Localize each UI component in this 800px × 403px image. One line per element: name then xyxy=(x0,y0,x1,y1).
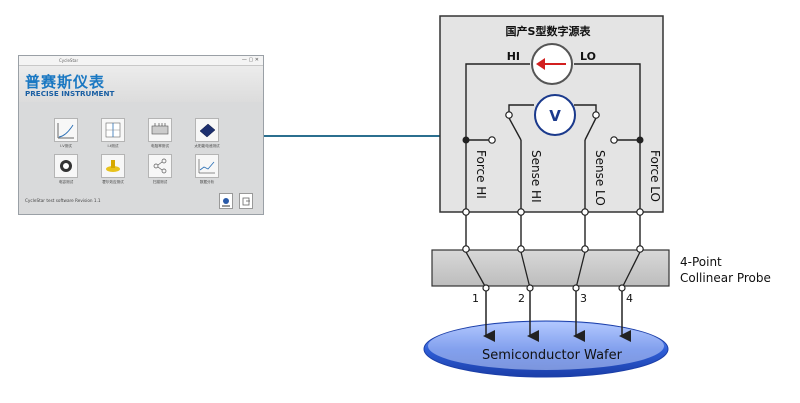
it-curve-icon[interactable] xyxy=(101,118,125,142)
voltmeter-label: V xyxy=(549,107,561,125)
brand-logo-chinese: 普赛斯仪表 xyxy=(25,73,106,91)
exit-icon[interactable] xyxy=(239,193,253,209)
wafer-label: Semiconductor Wafer xyxy=(482,348,623,363)
iv-curve-icon[interactable] xyxy=(54,118,78,142)
app-banner xyxy=(19,66,263,102)
brand-logo-english: PRECISE INSTRUMENT xyxy=(25,89,115,98)
tile-label: 太阳能电池测试 xyxy=(194,144,220,148)
settings-icon[interactable] xyxy=(219,193,233,209)
pin-number: 3 xyxy=(580,292,587,305)
source-meter-title: 国产S型数字源表 xyxy=(506,24,592,38)
lo-label: LO xyxy=(580,50,596,63)
data-analysis-icon[interactable] xyxy=(195,154,219,178)
tile-label: I-t测试 xyxy=(107,144,119,148)
tile-label: I-V测试 xyxy=(60,144,72,148)
hi-label: HI xyxy=(507,50,520,63)
pin-number: 1 xyxy=(472,292,479,305)
version-text: CycleStar test software Revision 1.1 xyxy=(25,198,101,203)
pin-number: 4 xyxy=(626,292,633,305)
solar-cell-icon[interactable] xyxy=(195,118,219,142)
terminal-sense-lo: Sense LO xyxy=(593,150,607,206)
voltmeter-icon xyxy=(534,94,576,136)
tile-label: 数据分析 xyxy=(199,180,215,184)
pin-number: 2 xyxy=(518,292,525,305)
tile-label: 霍尔效应测试 xyxy=(102,180,124,184)
tile-label: 电容测试 xyxy=(58,180,74,184)
probe-head xyxy=(431,249,670,287)
resistivity-icon[interactable] xyxy=(148,118,172,142)
hall-effect-icon[interactable] xyxy=(101,154,125,178)
terminal-force-hi: Force HI xyxy=(474,150,488,199)
terminal-sense-hi: Sense HI xyxy=(529,150,543,203)
tile-label: 扫描测试 xyxy=(152,180,168,184)
window-titlebar: CycleStar — ▢ ✕ xyxy=(19,56,263,66)
terminal-force-lo: Force LO xyxy=(648,150,662,202)
probe-label-line2: Collinear Probe xyxy=(680,271,771,285)
window-title: CycleStar xyxy=(59,58,79,63)
probe-label-line1: 4-Point xyxy=(680,255,722,269)
scan-icon[interactable] xyxy=(148,154,172,178)
tile-label: 电阻率测试 xyxy=(151,144,169,148)
software-window: CycleStar — ▢ ✕ 普赛斯仪表 PRECISE INSTRUMENT… xyxy=(18,55,264,215)
capacitor-icon[interactable] xyxy=(54,154,78,178)
window-controls[interactable]: — ▢ ✕ xyxy=(241,57,259,63)
